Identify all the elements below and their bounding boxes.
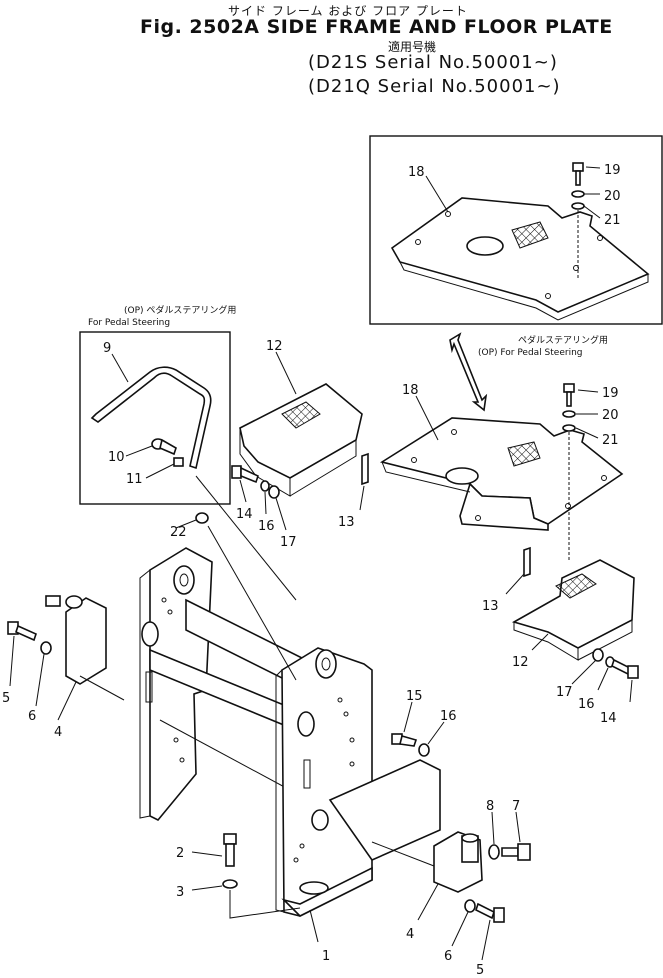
callout-2: 2: [176, 846, 184, 861]
nut-22: [195, 512, 209, 524]
callout-17-lower: 17: [556, 685, 573, 700]
callout-4-right: 4: [406, 927, 414, 942]
serial-range-d21q: (D21Q Serial No.50001~): [308, 76, 561, 97]
callout-12-lower: 12: [512, 655, 529, 670]
callout-18-inset: 18: [408, 165, 425, 180]
floor-plate-18-inset: [390, 197, 650, 321]
bolt-5-left: [7, 621, 37, 642]
washer-17-lower: [592, 648, 604, 662]
washer-20: [562, 410, 576, 418]
washer-16-upper: [260, 480, 270, 492]
callout-4-left: 4: [54, 725, 62, 740]
bolt-19: [563, 383, 575, 407]
applicable-models-label: 適用号機: [388, 40, 437, 54]
washer-17-upper: [268, 485, 280, 499]
callout-14-lower: 14: [600, 711, 617, 726]
plate-13-lower: [523, 546, 531, 578]
callout-8: 8: [486, 799, 494, 814]
pedal-steering-note-jp-right: ペダルステアリング用: [518, 334, 608, 346]
bolt-19-inset: [572, 162, 584, 186]
figure-title-block: サイド フレーム および フロア プレート Fig. 2502A SIDE FR…: [0, 0, 663, 110]
inset-box-floor-plate: 18 19 20 21: [369, 135, 663, 325]
callout-19-inset: 19: [604, 163, 621, 178]
cover-12-lower: [511, 559, 635, 661]
inset-transition-arrow: [449, 332, 488, 412]
callout-6-right: 6: [444, 949, 452, 964]
callout-16-upper: 16: [258, 519, 275, 534]
cover-12-upper: [239, 383, 363, 497]
pedal-steering-note-en-right: (OP) For Pedal Steering: [478, 348, 582, 358]
callout-13-upper: 13: [338, 515, 355, 530]
callout-3: 3: [176, 885, 184, 900]
callout-11: 11: [126, 472, 143, 487]
bracket-4-right: [433, 831, 483, 893]
nut-11: [173, 457, 184, 467]
bolt-5-right: [475, 902, 505, 923]
figure-title: Fig. 2502A SIDE FRAME AND FLOOR PLATE: [140, 16, 613, 38]
side-frame-1: [139, 547, 441, 917]
callout-21-inset: 21: [604, 213, 621, 228]
callout-10: 10: [108, 450, 125, 465]
steering-pipe-9: [90, 366, 212, 470]
washer-16-mid: [418, 743, 430, 757]
bolt-14-lower: [611, 658, 639, 679]
bolt-15: [391, 733, 418, 747]
bolt-7: [501, 843, 531, 861]
callout-15: 15: [406, 689, 423, 704]
callout-5-right: 5: [476, 963, 484, 978]
callout-20: 20: [602, 408, 619, 423]
pedal-steering-note-jp-left: (OP) ペダルステアリング用: [124, 304, 236, 316]
callout-14-upper: 14: [236, 507, 253, 522]
washer-20-inset: [571, 190, 585, 198]
washer-3: [222, 879, 238, 889]
bolt-2: [223, 833, 237, 867]
callout-12-upper: 12: [266, 339, 283, 354]
washer-21: [562, 424, 576, 432]
callout-20-inset: 20: [604, 189, 621, 204]
bracket-4-left: [45, 595, 107, 685]
washer-8: [488, 844, 500, 860]
callout-21: 21: [602, 433, 619, 448]
inset-box-pedal-steering: 9 10 11: [79, 331, 231, 505]
callout-13-lower: 13: [482, 599, 499, 614]
floor-plate-18: [379, 417, 624, 531]
washer-21-inset: [571, 202, 585, 210]
callout-19: 19: [602, 386, 619, 401]
callout-7: 7: [512, 799, 520, 814]
bolt-10: [151, 438, 177, 456]
washer-6-left: [40, 641, 52, 655]
callout-17-upper: 17: [280, 535, 297, 550]
callout-22: 22: [170, 525, 187, 540]
callout-18: 18: [402, 383, 419, 398]
callout-16-lower: 16: [578, 697, 595, 712]
callout-9: 9: [103, 341, 111, 356]
washer-6-right: [464, 899, 476, 913]
callout-6-left: 6: [28, 709, 36, 724]
bolt-14-upper: [231, 465, 259, 484]
callout-5-left: 5: [2, 691, 10, 706]
title-kana: サイド フレーム および フロア プレート: [228, 4, 468, 18]
serial-range-d21s: (D21S Serial No.50001~): [308, 52, 558, 73]
pedal-steering-note-en-left: For Pedal Steering: [88, 318, 170, 328]
callout-1: 1: [322, 949, 330, 964]
plate-13-upper: [361, 452, 369, 486]
callout-16-mid: 16: [440, 709, 457, 724]
